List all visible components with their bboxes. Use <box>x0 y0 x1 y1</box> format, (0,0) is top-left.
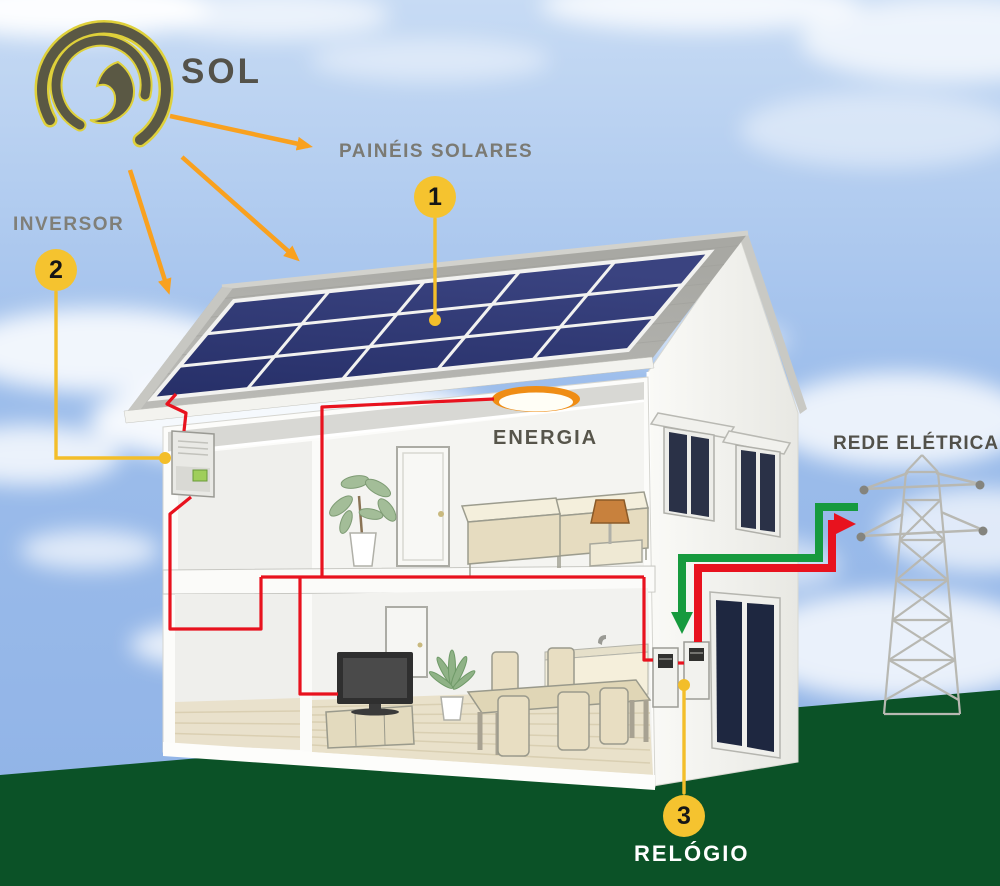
tower-crossarm-lower <box>860 510 984 538</box>
tower-crossarm-upper <box>863 471 981 491</box>
callout-dot-3 <box>678 679 690 691</box>
sun-rays <box>127 113 313 295</box>
upstairs-door <box>396 446 450 567</box>
wire-to-ceiling-light <box>320 397 495 577</box>
badge-2-inversor: 2 <box>35 249 77 291</box>
inverter-box <box>171 430 215 498</box>
grid-import-arrow-green <box>671 503 858 634</box>
sun-ray-2 <box>127 169 172 295</box>
roof-left-rake <box>126 287 233 414</box>
meter-display-left <box>658 654 673 668</box>
chairs-front <box>497 687 629 757</box>
tv <box>337 652 413 716</box>
callout-lines <box>54 217 690 795</box>
sliding-glass-door <box>709 591 781 759</box>
panel-grid-lines <box>179 260 683 391</box>
ceiling-light <box>492 386 580 412</box>
sol-logo-icon <box>34 20 174 148</box>
upstairs-plant <box>329 475 397 567</box>
wire-panel-to-inverter <box>165 392 188 432</box>
wire-to-meters <box>642 577 653 662</box>
ceiling-slab-edge <box>167 399 645 455</box>
wire-to-tv <box>298 577 338 696</box>
sun-ray-3 <box>180 155 300 262</box>
tower-insulators <box>856 480 988 542</box>
sol-label: SOL <box>181 52 262 91</box>
house <box>123 230 807 790</box>
chairs-back <box>491 647 575 701</box>
meter-display-right <box>689 648 704 661</box>
roof-back-rake <box>740 231 807 414</box>
energy-meters <box>652 641 710 708</box>
callout-dot-2 <box>159 452 171 464</box>
gable-window-left <box>649 412 736 522</box>
gable-window-right <box>721 430 792 538</box>
inversor-label: INVERSOR <box>13 214 125 235</box>
relogio-label: RELÓGIO <box>634 841 750 866</box>
downstairs-plant <box>428 649 476 721</box>
tv-stand <box>325 705 415 749</box>
grid-export-arrow-red <box>694 513 856 642</box>
transmission-tower <box>856 454 988 716</box>
paineis-solares-label: PAINÉIS SOLARES <box>339 141 534 162</box>
floor-slab <box>162 565 656 595</box>
dining-set <box>466 647 652 757</box>
wire-inverter-down <box>168 495 263 631</box>
energia-label: ENERGIA <box>493 427 599 449</box>
roof-ridge <box>221 230 749 290</box>
roof-eave-fascia <box>123 356 655 424</box>
bedside-lamp <box>589 499 643 567</box>
solar-panel-array <box>147 249 715 402</box>
downstairs-wall-divider <box>300 594 312 752</box>
red-wiring <box>165 392 684 696</box>
badge-3-relogio: 3 <box>663 795 705 837</box>
callout-line-2 <box>54 290 162 460</box>
rede-eletrica-label: REDE ELÉTRICA <box>833 433 1000 454</box>
sun-ray-1 <box>169 113 313 151</box>
house-base-band <box>163 742 655 790</box>
callout-dot-1 <box>429 314 441 326</box>
wood-floor-left <box>174 698 301 750</box>
badge-1-paineis-solares: 1 <box>414 176 456 218</box>
